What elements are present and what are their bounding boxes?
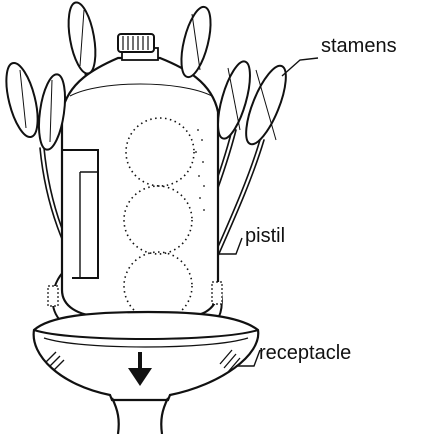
receptacle-bowl	[34, 312, 259, 400]
receptacle-stem	[112, 398, 168, 434]
label-pistil: pistil	[245, 225, 285, 247]
leader-stamens	[282, 58, 318, 76]
label-receptacle: receptacle	[259, 342, 351, 364]
label-stamens: stamens	[321, 35, 397, 57]
anther-left-outer	[0, 60, 44, 140]
receptacle	[34, 312, 259, 434]
pistil	[48, 34, 222, 333]
